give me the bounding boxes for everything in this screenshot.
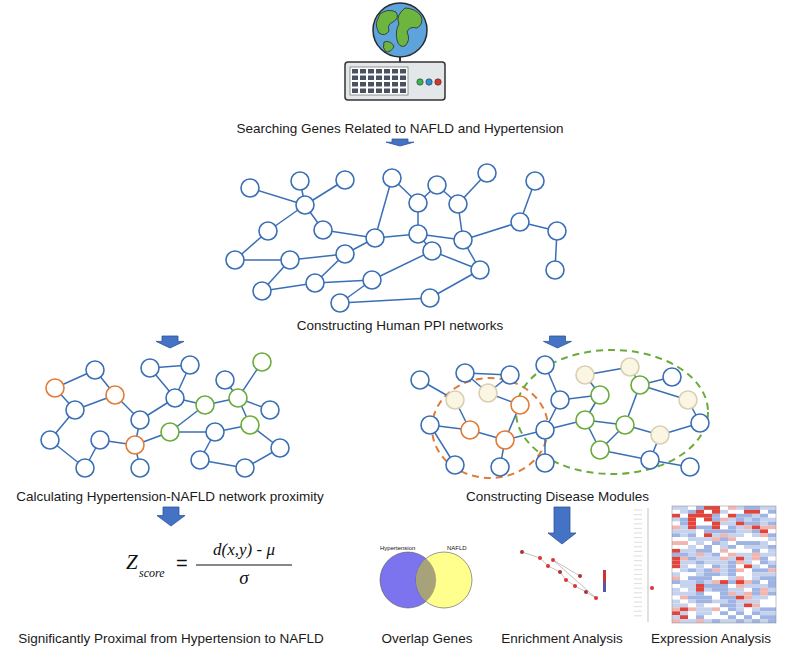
- flow-arrow: [386, 139, 414, 146]
- step-caption: Constructing Disease Modules: [466, 489, 649, 505]
- flow-arrow: [544, 336, 572, 348]
- globe-icon: [373, 3, 427, 62]
- math-symbol: =: [176, 552, 188, 575]
- ppi-network: [226, 164, 566, 312]
- fraction-bar: [196, 564, 292, 565]
- process-step: Enrichment Analysis: [497, 546, 627, 647]
- step-caption: Expression Analysis: [651, 631, 771, 647]
- process-step: Overlap Genes: [362, 546, 492, 647]
- subscript: score: [139, 566, 165, 581]
- process-step: Expression Analysis: [630, 500, 792, 647]
- process-step: Constructing Disease Modules: [400, 350, 715, 505]
- process-step: Constructing Human PPI networks: [140, 148, 660, 334]
- step-caption: Calculating Hypertension-NAFLD network p…: [16, 489, 324, 505]
- venn-label: Hypertension: [380, 545, 415, 551]
- step-caption: Significantly Proximal from Hypertension…: [18, 631, 323, 647]
- ppi-network: [41, 353, 289, 477]
- flow-arrow: [156, 336, 184, 348]
- math-symbol: Z: [126, 550, 138, 575]
- venn-diagram: [380, 552, 472, 608]
- process-step: Calculating Hypertension-NAFLD network p…: [5, 350, 335, 505]
- numerator: d(x,y) - μ: [196, 540, 292, 560]
- step-caption: Overlap Genes: [382, 631, 473, 647]
- ppi-network: [411, 356, 709, 476]
- step-caption: Constructing Human PPI networks: [297, 318, 503, 334]
- step-caption: Enrichment Analysis: [501, 631, 623, 647]
- step-caption: Searching Genes Related to NAFLD and Hyp…: [236, 121, 563, 137]
- expression-heatmap: [634, 506, 776, 623]
- flow-arrow: [157, 507, 185, 526]
- flow-arrow: [548, 507, 576, 544]
- denominator: σ: [196, 567, 292, 589]
- process-step: Searching Genes Related to NAFLD and Hyp…: [200, 0, 600, 137]
- enrichment-plot: [520, 550, 606, 600]
- venn-label: NAFLD: [447, 545, 467, 551]
- server-icon: [345, 62, 445, 100]
- module-outline: [432, 350, 708, 478]
- process-step: Significantly Proximal from Hypertension…: [4, 528, 338, 647]
